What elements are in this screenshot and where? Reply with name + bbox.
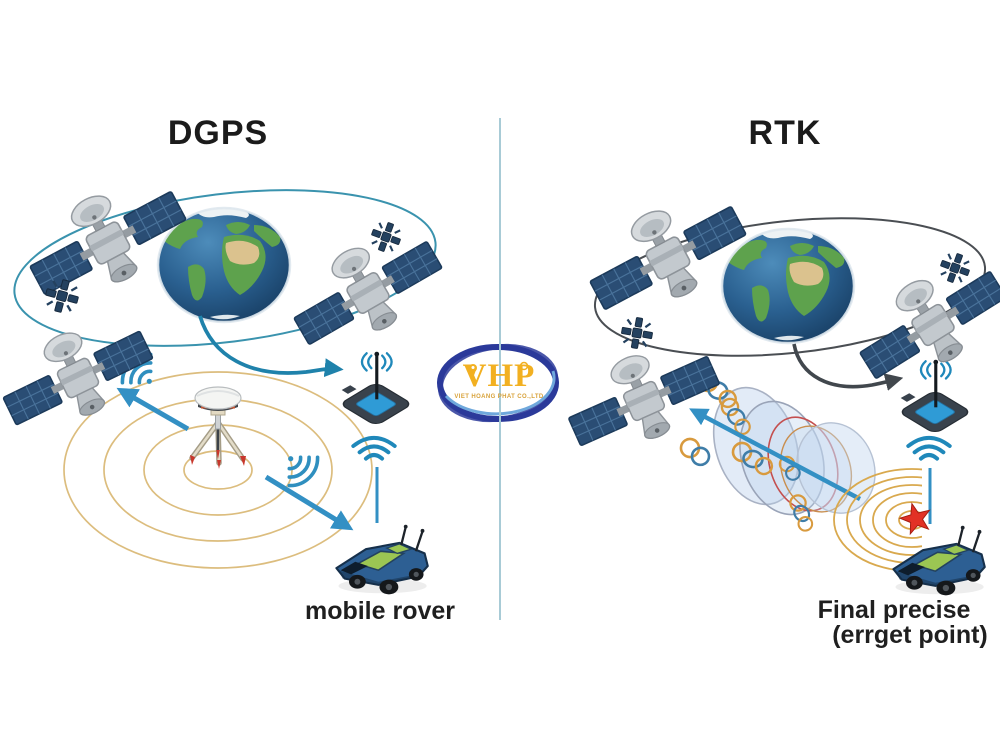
rtk-title: RTK <box>748 114 822 152</box>
carrier-chain-icon <box>676 436 714 468</box>
base-station-icon <box>190 387 246 469</box>
mobile-rover-icon <box>335 523 429 596</box>
final-precise-label-line2: (errget point) <box>832 621 988 649</box>
earth-globe <box>722 227 854 343</box>
wifi-down-icon <box>906 435 952 461</box>
panel-divider <box>499 118 501 620</box>
gps-satellite-icon <box>554 326 730 468</box>
wifi-down-icon <box>351 435 397 461</box>
gps-satellite-icon <box>842 243 1000 400</box>
final-precise-label-line1: Final precise <box>817 596 971 624</box>
small-satellite-icon <box>366 217 406 257</box>
small-satellite-icon <box>935 248 975 288</box>
arrow-earth-to-receiver-left <box>198 315 344 378</box>
arrow-base-to-satellite <box>116 387 190 432</box>
arrow-base-to-rover <box>264 474 354 531</box>
radio-receiver-icon <box>897 358 973 436</box>
mobile-rover-icon <box>892 524 986 597</box>
logo-subtext: VIET HOANG PHAT CO.,LTD <box>454 394 544 400</box>
arrow-rover-to-satellite <box>689 408 862 501</box>
logo-text-box: VHP VIET HOANG PHAT CO.,LTD <box>438 358 560 401</box>
logo-ring-dot <box>519 361 529 371</box>
logo-pin-icon <box>469 364 477 378</box>
logo-text: VHP <box>462 358 536 394</box>
vhp-logo <box>437 343 559 423</box>
precise-point-star-icon <box>898 502 931 536</box>
orbit-path-left <box>13 189 437 347</box>
dgps-title: DGPS <box>167 114 269 152</box>
arrow-earth-to-receiver-right <box>792 343 904 391</box>
gps-satellite-icon <box>277 213 455 366</box>
mobile-rover-label: mobile rover <box>304 597 456 625</box>
radio-receiver-icon <box>338 350 414 428</box>
